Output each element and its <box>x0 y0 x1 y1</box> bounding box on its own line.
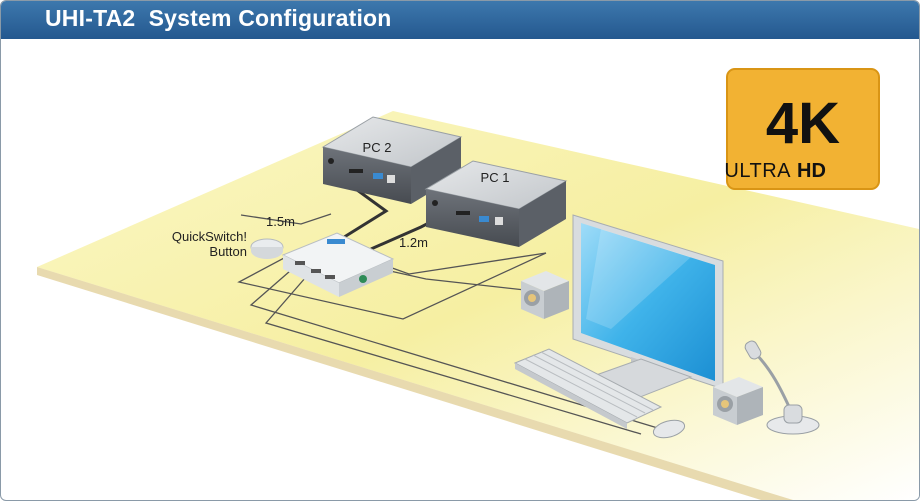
kvm-switch <box>281 232 395 297</box>
page-title: UHI-TA2 System Configuration <box>45 5 392 31</box>
pc2-unit: PC 2 <box>321 116 463 204</box>
quickswitch-label-line2: Button <box>209 244 247 259</box>
badge-hd-text: HD <box>797 160 826 182</box>
speaker-left <box>521 271 569 319</box>
quickswitch-label-line1: QuickSwitch! <box>172 229 247 244</box>
badge-ultra-text: ULTRA <box>724 160 791 182</box>
pc2-label: PC 2 <box>363 140 392 155</box>
badge-4k-text: 4K <box>766 91 840 156</box>
floor-plane <box>37 111 919 500</box>
quickswitch-button <box>250 238 284 259</box>
monitor <box>572 214 724 400</box>
microphone <box>744 340 820 435</box>
cable-length-pc: 1.2m <box>399 235 428 250</box>
speaker-right <box>713 377 763 425</box>
keyboard <box>513 348 663 429</box>
pc1-label: PC 1 <box>481 170 510 185</box>
mouse <box>652 419 686 439</box>
system-diagram: 4K ULTRA HD PC 2 <box>37 68 919 500</box>
header-bar: UHI-TA2 System Configuration <box>1 1 919 39</box>
cable-length-button: 1.5m <box>266 214 295 229</box>
pc1-unit: PC 1 <box>424 160 568 247</box>
4k-ultra-hd-badge: 4K ULTRA HD <box>724 68 880 190</box>
floor-edge <box>37 267 793 500</box>
